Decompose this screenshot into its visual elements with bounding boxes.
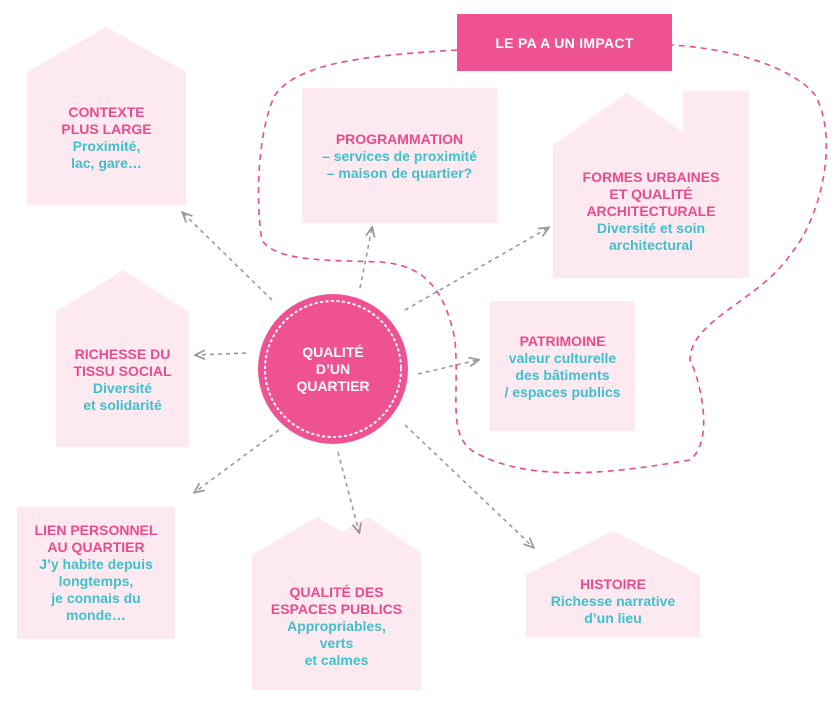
node-contexte: CONTEXTE PLUS LARGE Proximité, lac, gare… (27, 104, 186, 172)
impact-label: LE PA A UN IMPACT (495, 34, 634, 51)
espaces-subtitle: Appropriables, verts et calmes (287, 618, 386, 668)
formes-title: FORMES URBAINES ET QUALITÉ ARCHITECTURAL… (582, 169, 720, 219)
richesse-shape (56, 270, 189, 447)
programmation-subtitle: – services de proximité – maison de quar… (322, 148, 477, 181)
impact-banner: LE PA A UN IMPACT (457, 14, 672, 71)
arrow-programmation (359, 228, 372, 289)
patrimoine-title: PATRIMOINE (519, 333, 606, 349)
node-programmation: PROGRAMMATION – services de proximité – … (302, 131, 497, 182)
histoire-subtitle: Richesse narrative d’un lieu (550, 593, 676, 626)
node-formes: FORMES URBAINES ET QUALITÉ ARCHITECTURAL… (553, 169, 749, 254)
arrow-formes (404, 228, 548, 311)
node-lien: LIEN PERSONNEL AU QUARTIER J’y habite de… (17, 522, 175, 624)
programmation-shape (302, 88, 497, 223)
impact-boundary (257, 44, 828, 474)
formes-shape (553, 91, 749, 278)
lien-shape (17, 507, 175, 639)
contexte-shape (27, 27, 186, 205)
node-richesse: RICHESSE DU TISSU SOCIAL Diversité et so… (56, 346, 189, 414)
arrow-histoire (404, 424, 533, 547)
center-circle-dotted-ring (264, 300, 402, 438)
patrimoine-subtitle: valeur culturelle des bâtiments / espace… (504, 350, 621, 400)
espaces-shape (252, 517, 421, 690)
arrow-richesse (196, 353, 247, 355)
node-histoire: HISTOIRE Richesse narrative d’un lieu (526, 576, 700, 627)
lien-title: LIEN PERSONNEL AU QUARTIER (34, 522, 158, 555)
formes-subtitle: Diversité et soin architectural (596, 220, 706, 253)
lien-subtitle: J’y habite depuis longtemps, je connais … (39, 556, 153, 623)
arrow-lien (195, 429, 280, 492)
histoire-shape (526, 531, 700, 637)
richesse-title: RICHESSE DU TISSU SOCIAL (73, 346, 172, 379)
espaces-title: QUALITÉ DES ESPACES PUBLICS (270, 584, 403, 617)
richesse-subtitle: Diversité et solidarité (83, 380, 162, 413)
node-espaces: QUALITÉ DES ESPACES PUBLICS Appropriable… (252, 584, 421, 669)
arrow-espaces (337, 451, 359, 532)
node-patrimoine: PATRIMOINE valeur culturelle des bâtimen… (490, 333, 635, 401)
center-circle (258, 294, 408, 444)
contexte-subtitle: Proximité, lac, gare… (71, 138, 142, 171)
contexte-title: CONTEXTE PLUS LARGE (61, 104, 152, 137)
histoire-title: HISTOIRE (580, 576, 646, 592)
arrow-contexte (183, 213, 273, 301)
arrow-patrimoine (417, 360, 478, 375)
patrimoine-shape (490, 301, 635, 431)
programmation-title: PROGRAMMATION (335, 131, 464, 147)
center-label: QUALITÉ D’UN QUARTIER (296, 343, 370, 394)
